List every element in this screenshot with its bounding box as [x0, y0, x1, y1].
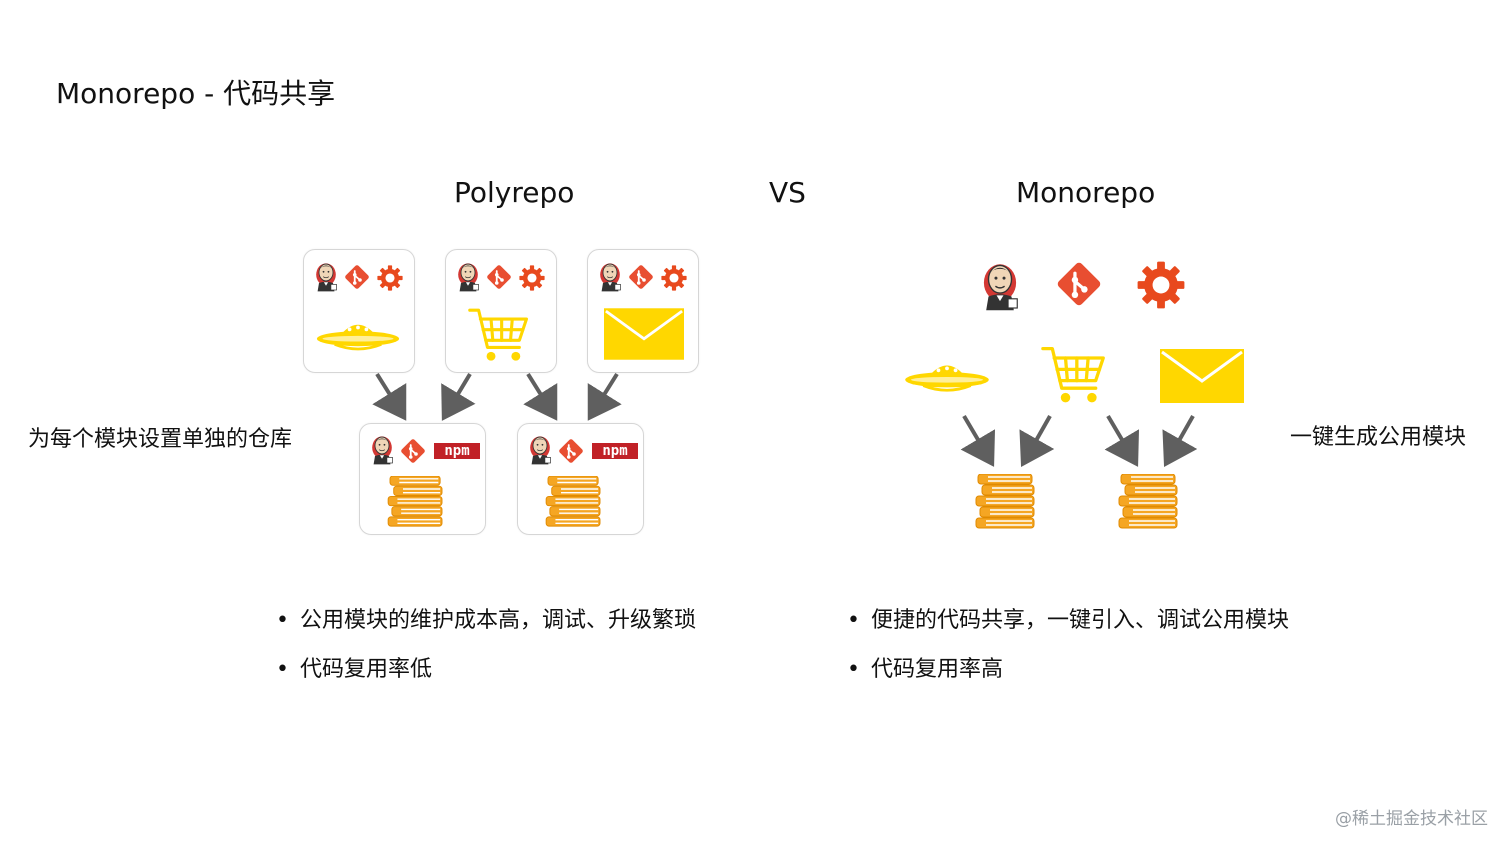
npm-icon: npm — [434, 443, 480, 459]
repo-card-mail — [587, 249, 699, 373]
arrow — [1162, 415, 1198, 467]
monorepo-side-label: 一键生成公用模块 — [1290, 425, 1467, 450]
polyrepo-side-label: 为每个模块设置单独的仓库 — [28, 427, 293, 452]
bullet-item: 代码复用率低 — [276, 658, 696, 683]
watermark: @稀土掘金技术社区 — [1335, 809, 1488, 829]
npm-icon: npm — [592, 443, 638, 459]
bullet-item: 代码复用率高 — [847, 658, 1289, 683]
arrow — [587, 372, 622, 421]
bullet-item: 便捷的代码共享，一键引入、调试公用模块 — [847, 609, 1289, 634]
bullet-item: 公用模块的维护成本高，调试、升级繁琐 — [276, 609, 696, 634]
arrow — [523, 372, 558, 421]
repo-card-cart — [445, 249, 557, 373]
arrow — [441, 372, 476, 421]
arrow — [1019, 415, 1055, 467]
polyrepo-heading: Polyrepo — [454, 176, 575, 209]
package-card-2: npm — [517, 423, 644, 535]
page-title: Monorepo - 代码共享 — [56, 77, 336, 110]
vs-label: VS — [769, 176, 806, 209]
polyrepo-bullets: 公用模块的维护成本高，调试、升级繁琐 代码复用率低 — [276, 609, 696, 707]
arrow — [960, 414, 996, 467]
monorepo-bullets: 便捷的代码共享，一键引入、调试公用模块 代码复用率高 — [847, 609, 1289, 707]
arrow — [1104, 414, 1140, 467]
repo-card-ufo — [303, 249, 415, 373]
package-card-1: npm — [359, 423, 486, 535]
monorepo-heading: Monorepo — [1016, 176, 1156, 209]
arrow — [372, 372, 407, 421]
